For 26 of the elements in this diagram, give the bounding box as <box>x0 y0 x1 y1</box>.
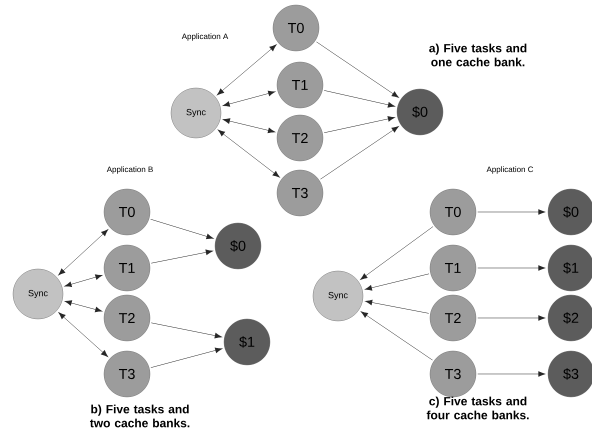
arrow <box>216 44 277 96</box>
arrow <box>477 209 546 215</box>
caption: a) Five tasks and one cache bank. <box>429 44 526 66</box>
arrow <box>218 130 280 178</box>
caption: c) Five tasks and four cache banks. <box>426 396 529 420</box>
arrow <box>58 312 108 358</box>
arrow <box>324 116 396 134</box>
arrow <box>360 311 433 360</box>
arrow <box>477 315 546 321</box>
arrow <box>58 229 108 276</box>
arrow <box>150 250 214 264</box>
arrow <box>150 322 222 338</box>
arrow <box>64 300 102 312</box>
arrow <box>150 218 214 240</box>
arrow <box>222 90 276 107</box>
arrow <box>64 274 103 288</box>
arrow <box>364 274 430 291</box>
arrow <box>150 348 222 368</box>
arrow <box>360 226 434 280</box>
arrow <box>222 118 276 134</box>
arrow <box>477 265 546 271</box>
arrow <box>324 90 396 108</box>
arrow <box>364 300 429 314</box>
arrow <box>477 371 546 377</box>
arrow <box>320 126 399 180</box>
arrow <box>316 42 399 98</box>
